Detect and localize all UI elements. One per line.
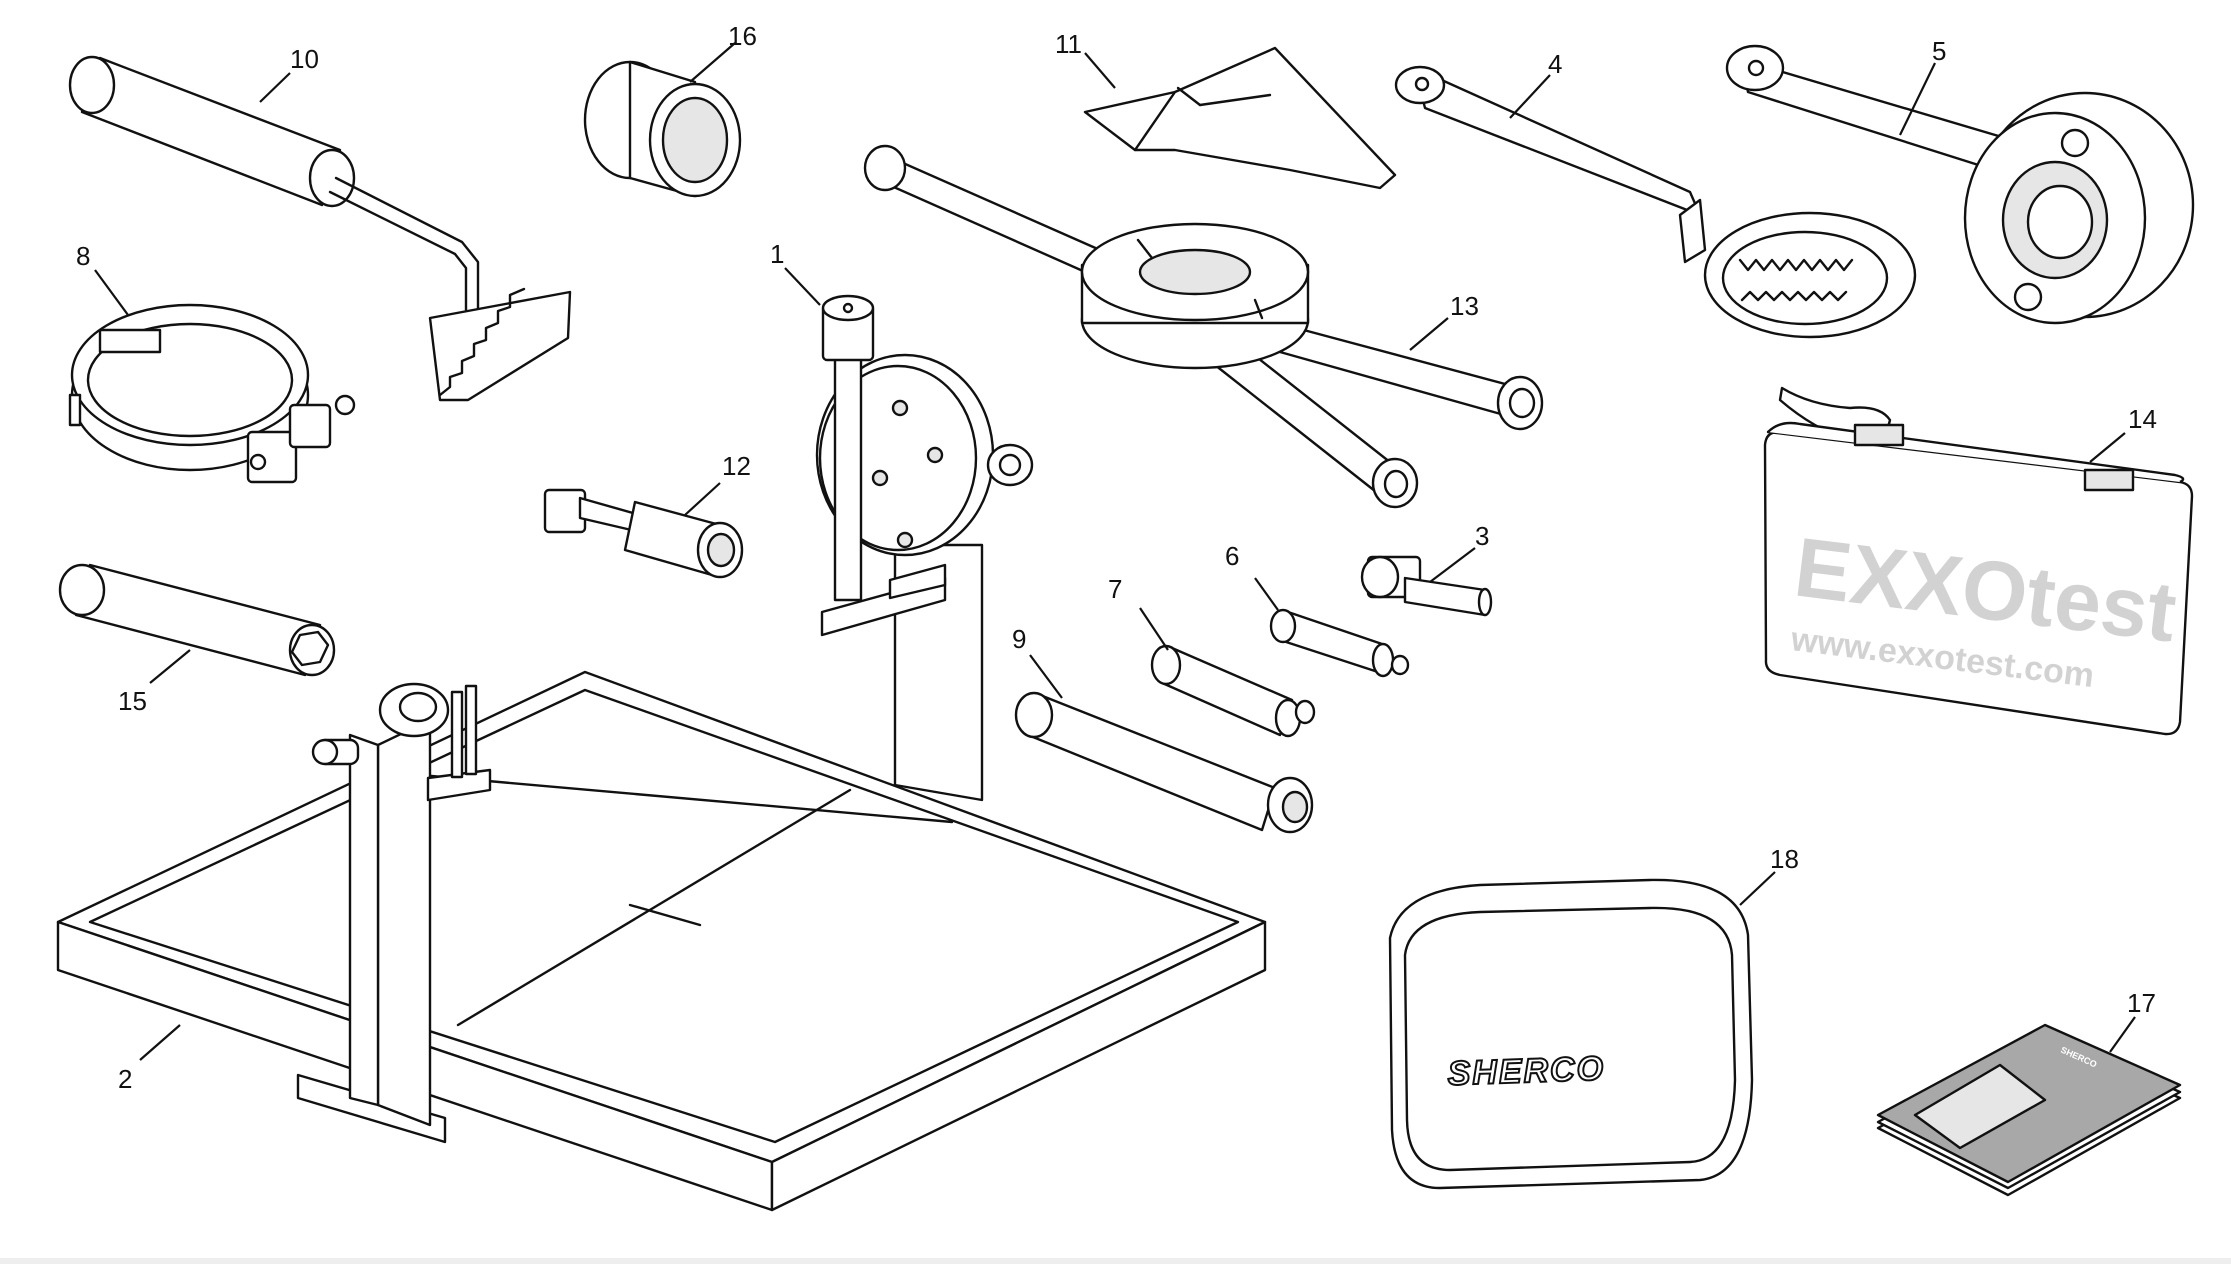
label-part-2: 2 — [118, 1064, 132, 1094]
label-part-3: 3 — [1475, 521, 1489, 551]
part-12-puller-bolt — [543, 488, 744, 579]
part-4-wrench — [1394, 65, 1917, 339]
part-9-drift — [1014, 691, 1314, 834]
part-2-engine-stand-tray — [56, 670, 1267, 1212]
part-18-bag: SHERCO — [1388, 878, 1754, 1190]
label-part-6: 6 — [1225, 541, 1239, 571]
label-part-17: 17 — [2127, 988, 2156, 1018]
label-part-10: 10 — [290, 44, 319, 74]
leader-lines — [94, 42, 2136, 1061]
part-14-case: EXXOtest www.exxotest.com — [1763, 386, 2194, 736]
part-6-drift — [1269, 608, 1410, 678]
part-16-bush — [583, 60, 742, 198]
label-part-4: 4 — [1548, 49, 1562, 79]
label-part-16: 16 — [728, 21, 757, 51]
label-part-8: 8 — [76, 241, 90, 271]
part-11-plate — [1083, 46, 1397, 190]
part-10-handle-tool — [68, 55, 572, 402]
part-number-labels: 10 16 11 4 5 8 1 13 12 14 3 6 7 9 15 18 … — [76, 21, 2157, 1094]
part-1-stand-head — [815, 294, 1034, 802]
label-part-18: 18 — [1770, 844, 1799, 874]
part-8-ring-clamp — [68, 303, 356, 484]
label-part-11: 11 — [1055, 29, 1082, 59]
bottom-edge-bar — [0, 1258, 2231, 1264]
part-7-drift — [1150, 644, 1316, 738]
part-13-splitter — [863, 144, 1544, 509]
label-part-9: 9 — [1012, 624, 1026, 654]
label-part-12: 12 — [722, 451, 751, 481]
part-15-socket-tube — [58, 563, 336, 677]
label-part-5: 5 — [1932, 36, 1946, 66]
sherco-logo: SHERCO — [1447, 1050, 1606, 1093]
label-part-7: 7 — [1108, 574, 1122, 604]
part-5-flywheel-puller — [1725, 44, 2195, 325]
part-17-booklet: SHERCO — [1876, 1023, 2182, 1197]
label-part-1: 1 — [770, 239, 784, 269]
part-3-pin — [1360, 555, 1493, 617]
label-part-13: 13 — [1450, 291, 1479, 321]
label-part-14: 14 — [2128, 404, 2157, 434]
label-part-15: 15 — [118, 686, 147, 716]
